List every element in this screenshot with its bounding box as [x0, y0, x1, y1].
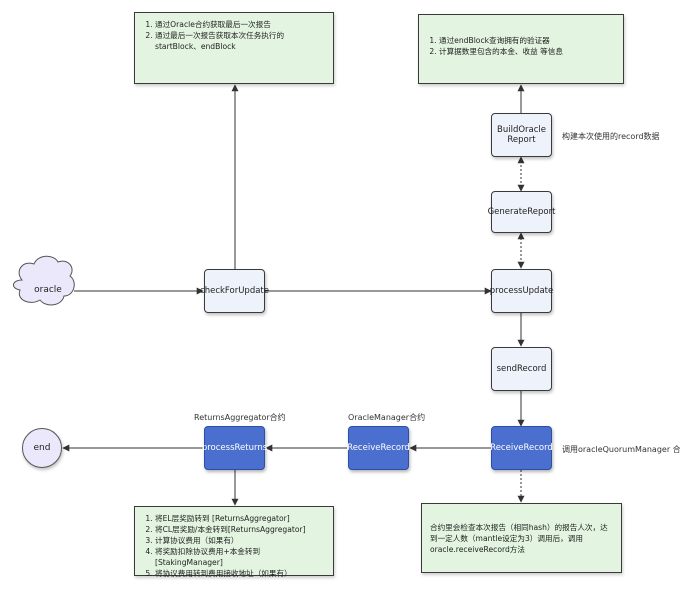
build-oracle-report-node[interactable]: BuildOracleReport: [491, 113, 552, 157]
returns-note-item-3: 计算协议费用（如果有）: [155, 535, 325, 546]
returns-note-item-2: 将CL层奖励/本金转到[ReturnsAggregator]: [155, 524, 325, 535]
check-for-update-node[interactable]: checkForUpdate: [200, 269, 269, 313]
oracle-node: oracle: [22, 285, 74, 295]
check-note-item-1: 通过Oracle合约获取最后一次报告: [155, 19, 325, 30]
receive-record-manager-label: ReceiveRecord: [347, 443, 410, 453]
process-returns-node[interactable]: processReturns: [201, 426, 268, 470]
process-update-node[interactable]: processUpdate: [489, 269, 554, 313]
oracle-manager-contract-label: OracleManager合约: [348, 413, 426, 422]
process-update-label: processUpdate: [489, 286, 554, 296]
receive-record-quorum-label: ReceiveRecord: [490, 443, 553, 453]
generate-report-label: GenerateReport: [487, 207, 556, 217]
quorum-note-text: 合约里会检查本次报告（相同hash）的报告人次，达到一定人数（mantle设定为…: [430, 522, 608, 554]
quorum-call-annotation: 调用oracleQuorumManager 合约: [562, 445, 680, 454]
build-note-item-2: 计算据数里包含的本金、收益 等信息: [439, 46, 615, 57]
check-note-item-2: 通过最后一次报告获取本次任务执行的startBlock、endBlock: [155, 30, 325, 52]
receive-record-manager-node[interactable]: ReceiveRecord: [347, 426, 410, 470]
oracle-cloud-shape: [13, 255, 75, 306]
build-report-note: 通过endBlock查询拥有的验证器 计算据数里包含的本金、收益 等信息: [418, 14, 624, 84]
build-note-item-1: 通过endBlock查询拥有的验证器: [439, 35, 615, 46]
build-report-annotation: 构建本次使用的record数据: [562, 132, 660, 141]
end-node[interactable]: end: [22, 428, 62, 468]
oracle-label: oracle: [34, 285, 62, 295]
receive-record-quorum-node[interactable]: ReceiveRecord: [490, 426, 553, 470]
process-returns-note: 将EL层奖励转到 [ReturnsAggregator] 将CL层奖励/本金转到…: [134, 506, 334, 579]
send-record-label: sendRecord: [496, 364, 547, 374]
generate-report-node[interactable]: GenerateReport: [488, 191, 555, 233]
send-record-node[interactable]: sendRecord: [491, 347, 552, 391]
end-label: end: [33, 443, 51, 453]
returns-note-item-5: 将协议费用转到费用接收地址（如果有）: [155, 568, 325, 579]
returns-aggregator-contract-label: ReturnsAggregator合约: [194, 413, 286, 422]
build-oracle-report-label: BuildOracleReport: [497, 125, 546, 145]
check-for-update-label: checkForUpdate: [200, 286, 269, 296]
process-returns-label: processReturns: [201, 443, 268, 453]
quorum-note: 合约里会检查本次报告（相同hash）的报告人次，达到一定人数（mantle设定为…: [421, 503, 622, 573]
check-for-update-note: 通过Oracle合约获取最后一次报告 通过最后一次报告获取本次任务执行的star…: [134, 12, 334, 84]
returns-note-item-4: 将奖励扣除协议费用+本金转到[StakingManager]: [155, 546, 325, 568]
returns-note-item-1: 将EL层奖励转到 [ReturnsAggregator]: [155, 513, 325, 524]
